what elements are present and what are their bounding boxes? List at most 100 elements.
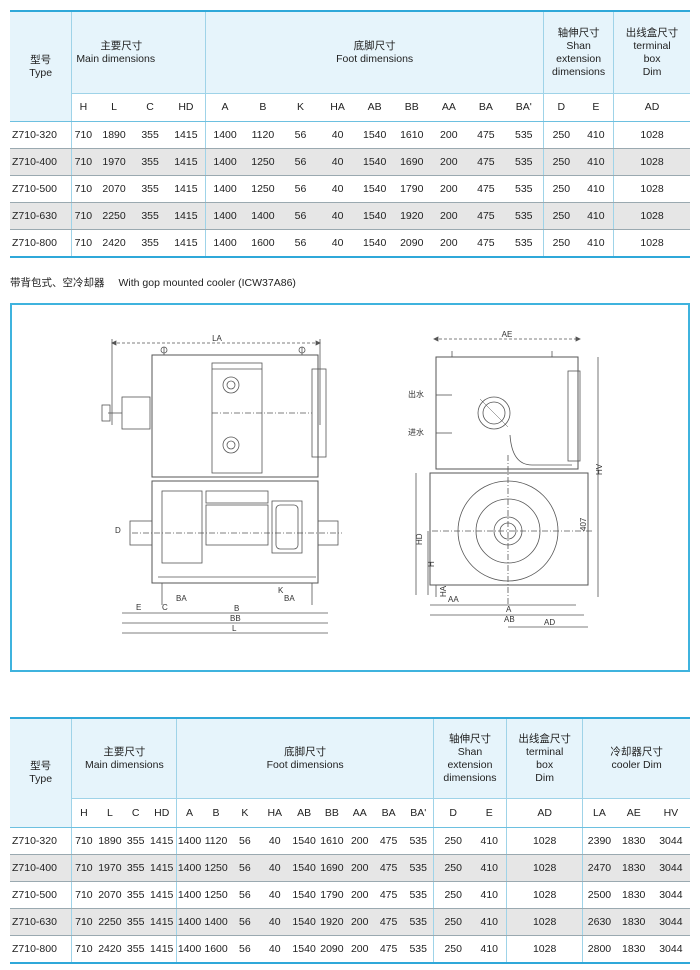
row-type-cell: Z710-800 [10, 229, 73, 258]
table-cell: 475 [373, 935, 404, 964]
table-cell: 1400 [205, 202, 244, 230]
table-cell: 2070 [94, 175, 134, 203]
table-cell: 2630 [582, 908, 616, 936]
column-header: E [472, 798, 507, 828]
table-cell: 475 [373, 827, 404, 855]
table-cell: 2420 [95, 935, 125, 964]
table-cell: 710 [71, 908, 96, 936]
table-cell: 1415 [166, 229, 206, 258]
table-cell: 200 [430, 202, 468, 230]
row-type-cell: Z710-320 [10, 121, 73, 149]
table-cell: 40 [259, 854, 291, 882]
table-cell: 56 [281, 202, 320, 230]
table-cell: 1400 [243, 202, 282, 230]
table-cell: 535 [504, 148, 544, 176]
column-header: D [432, 798, 473, 828]
table-cell: 1540 [356, 121, 394, 149]
column-header: LA [582, 798, 616, 828]
side-view: LA D E C BA BA K B BB [101, 334, 342, 634]
table-cell: 535 [504, 121, 544, 149]
row-type-cell: Z710-400 [10, 854, 73, 882]
table-cell: 1540 [290, 881, 319, 909]
table-cell: 250 [543, 202, 579, 230]
table-cell: 1400 [205, 229, 244, 258]
table-cell: 1028 [613, 175, 690, 203]
table-cell: 410 [578, 121, 614, 149]
label-BA-1: BA [176, 594, 187, 603]
table-cell: 2250 [94, 202, 134, 230]
table-cell: 1830 [615, 881, 652, 909]
column-header: HA [319, 93, 357, 122]
label-B: B [234, 604, 239, 613]
table-cell: 200 [345, 854, 374, 882]
table-cell: 410 [472, 827, 507, 855]
table-cell: 250 [432, 854, 473, 882]
label-HV: HV [595, 463, 604, 475]
table-cell: 1415 [166, 121, 206, 149]
table-cell: 710 [71, 148, 95, 176]
table-cell: 250 [432, 827, 473, 855]
table-cell: 56 [281, 121, 320, 149]
table-cell: 3044 [651, 827, 690, 855]
table-cell: 2090 [393, 229, 431, 258]
table-cell: 1890 [95, 827, 125, 855]
column-header: HD [146, 798, 177, 828]
table-cell: 710 [71, 202, 95, 230]
table-cell: 1920 [318, 908, 346, 936]
table-cell: 1600 [201, 935, 231, 964]
table-cell: 250 [432, 881, 473, 909]
table-cell: 40 [319, 175, 357, 203]
label-LA: LA [212, 334, 222, 343]
table-cell: 40 [259, 935, 291, 964]
table-cell: 1540 [290, 827, 319, 855]
table-cell: 200 [345, 827, 374, 855]
table-cell: 40 [319, 148, 357, 176]
table-cell: 1415 [146, 827, 177, 855]
table-cell: 1415 [146, 935, 177, 964]
table-cell: 355 [133, 202, 167, 230]
table-cell: 710 [71, 935, 96, 964]
table-cell: 1540 [356, 175, 394, 203]
label-A: A [506, 605, 512, 614]
outline-drawing: LA D E C BA BA K B BB [10, 303, 690, 672]
table-cell: 2420 [94, 229, 134, 258]
column-header: C [124, 798, 147, 828]
column-header: AE [615, 798, 652, 828]
column-header: BA [467, 93, 505, 122]
table-cell: 410 [578, 202, 614, 230]
column-header: AD [506, 798, 583, 828]
label-AE: AE [502, 330, 513, 339]
column-header: H [71, 93, 95, 122]
table-cell: 2500 [582, 881, 616, 909]
table-cell: 1540 [356, 202, 394, 230]
table-cell: 200 [430, 148, 468, 176]
table-cell: 1600 [243, 229, 282, 258]
table-cell: 475 [467, 121, 505, 149]
table-cell: 1400 [176, 881, 202, 909]
table-cell: 1970 [95, 854, 125, 882]
end-view: AE 出水 进水 HV 407 HD H HA AA A AB AD [408, 330, 604, 628]
table-cell: 1028 [613, 148, 690, 176]
column-header: HA [259, 798, 291, 828]
column-header: A [205, 93, 244, 122]
table-cell: 535 [403, 881, 434, 909]
table-cell: 56 [281, 175, 320, 203]
column-header: D [543, 93, 579, 122]
table-cell: 410 [578, 148, 614, 176]
table-cell: 1540 [290, 854, 319, 882]
table-cell: 1540 [356, 229, 394, 258]
table-cell: 355 [124, 935, 147, 964]
table-cell: 56 [281, 148, 320, 176]
table-cell: 1250 [201, 854, 231, 882]
label-L: L [232, 624, 237, 633]
table-cell: 475 [373, 908, 404, 936]
label-K: K [278, 586, 284, 595]
table-cell: 250 [543, 175, 579, 203]
table-cell: 2250 [95, 908, 125, 936]
table-cell: 250 [543, 148, 579, 176]
